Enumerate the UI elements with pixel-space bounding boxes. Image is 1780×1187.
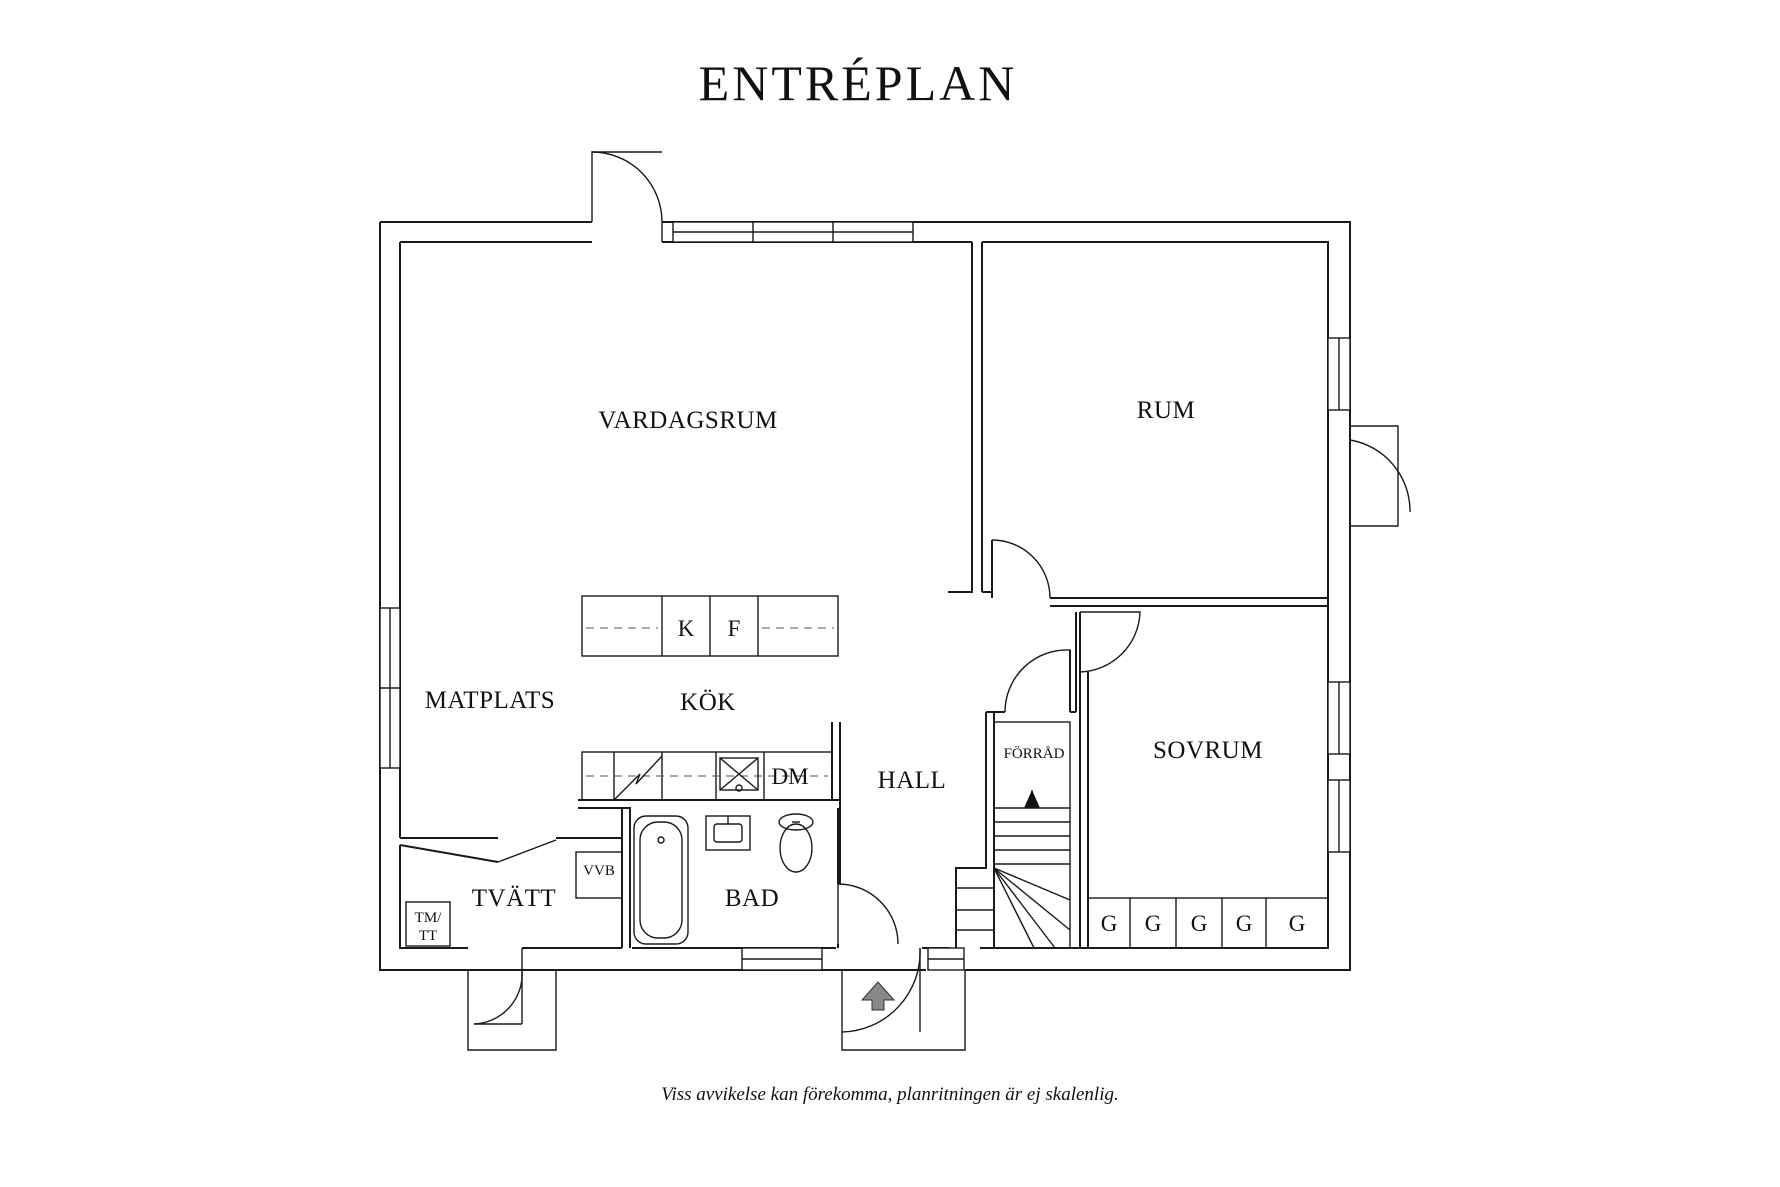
bathroom-fixtures [633,813,814,945]
water-heater: VVB [575,851,623,899]
closet-label: G [1289,911,1306,936]
dishwasher-label: DM [771,764,808,789]
closet-label: G [1145,911,1162,936]
tt-label: TT [419,928,437,944]
closet-label: G [1191,911,1208,936]
disclaimer: Viss avvikelse kan förekomma, planritnin… [661,1084,1118,1105]
closet-label: G [1236,911,1253,936]
windows [379,221,1351,971]
room-label-kok: KÖK [680,689,736,716]
room-label-sovrum: SOVRUM [1153,737,1263,764]
entrance-arrow-icon [860,981,896,1011]
stair-up-arrow-icon [1024,790,1040,808]
staircase [956,721,1071,949]
washer-dryer: TM/ TT [405,901,451,947]
closets: G G G G G [1087,897,1329,949]
freezer-label: F [728,616,741,641]
vvb-label: VVB [583,863,615,879]
room-label-vardagsrum: VARDAGSRUM [598,407,778,434]
interior-walls [399,242,1328,949]
kitchen-counter [581,751,833,801]
tm-label: TM/ [415,910,443,926]
plan-title: ENTRÉPLAN [699,55,1018,111]
room-label-rum: RUM [1137,397,1195,424]
exterior-walls [379,221,1351,971]
doors [467,151,1411,1051]
room-label-bad: BAD [725,885,779,912]
room-label-hall: HALL [878,767,947,794]
room-label-forrad: FÖRRÅD [1004,745,1065,762]
closet-label: G [1101,911,1118,936]
room-label-matplats: MATPLATS [425,687,555,714]
fridge-label: K [678,616,695,641]
kitchen-island [581,595,839,657]
room-label-tvatt: TVÄTT [472,885,556,912]
